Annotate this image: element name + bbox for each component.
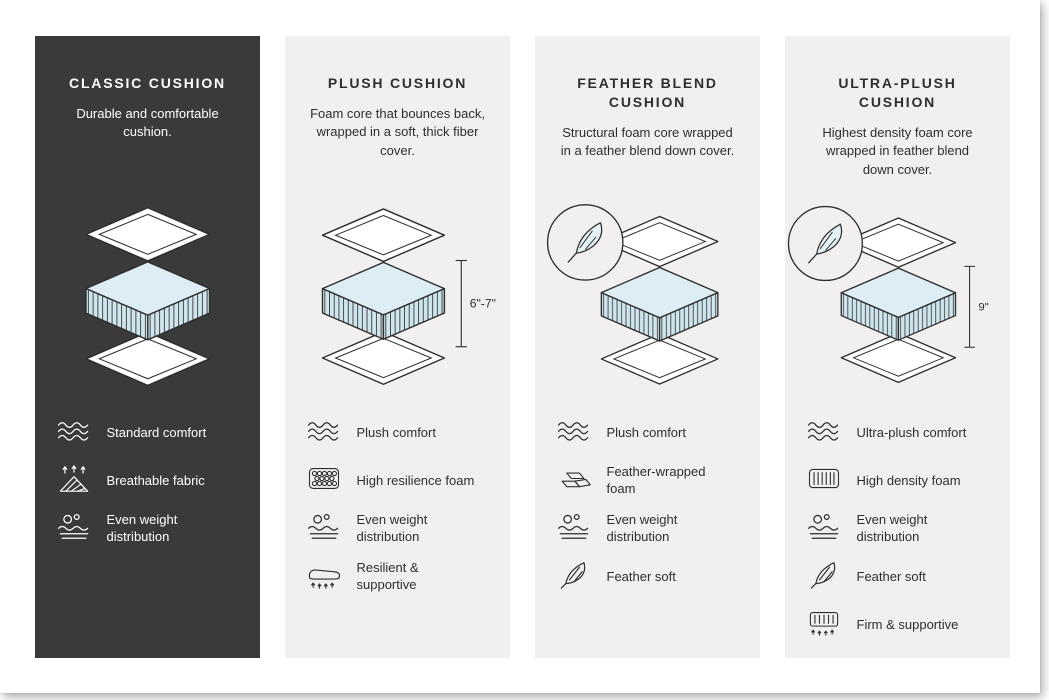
feature-row: Resilient & supportive bbox=[304, 560, 492, 594]
height-measurement-label: 9" bbox=[978, 301, 988, 313]
cushion-illustration: 9" bbox=[785, 186, 1010, 410]
column-description: Durable and comfortable cushion. bbox=[76, 105, 219, 140]
feature-row: Ultra-plush comfort bbox=[804, 416, 992, 450]
high-density-foam-icon bbox=[804, 464, 844, 498]
feather-badge bbox=[787, 205, 864, 282]
column-ultra-plush-cushion: ULTRA-PLUSH CUSHION Highest density foam… bbox=[785, 36, 1010, 658]
column-header: PLUSH CUSHION Foam core that bounces bac… bbox=[310, 74, 486, 186]
waves-icon bbox=[304, 416, 344, 450]
layered-cushion-diagram bbox=[85, 207, 210, 387]
even-weight-distribution-icon bbox=[554, 512, 594, 546]
even-weight-distribution-icon bbox=[304, 512, 344, 546]
layered-cushion-diagram: 6"-7" bbox=[321, 208, 496, 385]
feature-list: Ultra-plush comfort High density foam Ev… bbox=[804, 416, 992, 642]
cushion-illustration: 6"-7" bbox=[285, 186, 510, 410]
feature-row: Firm & supportive bbox=[804, 608, 992, 642]
even-weight-distribution-icon bbox=[54, 512, 94, 546]
resilient-supportive-icon bbox=[304, 560, 344, 594]
feature-label: High density foam bbox=[856, 472, 961, 488]
column-title: FEATHER BLEND CUSHION bbox=[577, 75, 718, 110]
feature-row: High density foam bbox=[804, 464, 992, 498]
column-plush-cushion: PLUSH CUSHION Foam core that bounces bac… bbox=[285, 36, 510, 658]
column-title: ULTRA-PLUSH CUSHION bbox=[838, 75, 957, 110]
feature-label: Feather-wrapped foam bbox=[606, 464, 706, 496]
column-feather-blend-cushion: FEATHER BLEND CUSHION Structural foam co… bbox=[535, 36, 760, 658]
feature-label: High resilience foam bbox=[356, 472, 475, 488]
foam-bubbles-icon bbox=[304, 464, 344, 498]
feature-row: Even weight distribution bbox=[54, 512, 242, 546]
feature-label: Firm & supportive bbox=[856, 616, 959, 632]
feature-label: Plush comfort bbox=[606, 424, 686, 440]
feature-label: Breathable fabric bbox=[106, 472, 205, 488]
feature-label: Even weight distribution bbox=[106, 512, 178, 544]
feature-list: Standard comfort Breathable fabric Even … bbox=[54, 416, 242, 546]
height-measurement-label: 6"-7" bbox=[470, 296, 496, 310]
feature-list: Plush comfort High resilience foam Even … bbox=[304, 416, 492, 594]
cushion-illustration bbox=[35, 186, 260, 410]
even-weight-distribution-icon bbox=[804, 512, 844, 546]
feather-icon bbox=[554, 560, 594, 594]
feature-label: Feather soft bbox=[856, 568, 926, 584]
column-description: Structural foam core wrapped in a feathe… bbox=[560, 124, 735, 159]
height-measurement bbox=[455, 259, 467, 348]
layered-cushion-diagram: 9" bbox=[787, 205, 989, 384]
waves-icon bbox=[554, 416, 594, 450]
feature-row: Plush comfort bbox=[554, 416, 742, 450]
layered-cushion-diagram bbox=[547, 204, 719, 385]
feature-row: Even weight distribution bbox=[554, 512, 742, 546]
feature-row: Feather soft bbox=[554, 560, 742, 594]
feature-row: Standard comfort bbox=[54, 416, 242, 450]
column-description: Highest density foam core wrapped in fea… bbox=[822, 124, 973, 177]
feature-row: Even weight distribution bbox=[304, 512, 492, 546]
feature-row: High resilience foam bbox=[304, 464, 492, 498]
column-description: Foam core that bounces back, wrapped in … bbox=[310, 105, 485, 158]
waves-icon bbox=[54, 416, 94, 450]
feature-row: Breathable fabric bbox=[54, 464, 242, 498]
column-title: PLUSH CUSHION bbox=[327, 75, 468, 91]
feature-label: Feather soft bbox=[606, 568, 676, 584]
column-header: CLASSIC CUSHION Durable and comfortable … bbox=[60, 74, 236, 186]
feature-label: Plush comfort bbox=[356, 424, 436, 440]
feature-list: Plush comfort Feather-wrapped foam Even … bbox=[554, 416, 742, 594]
column-header: FEATHER BLEND CUSHION Structural foam co… bbox=[557, 74, 739, 186]
feature-row: Even weight distribution bbox=[804, 512, 992, 546]
column-classic-cushion: CLASSIC CUSHION Durable and comfortable … bbox=[35, 36, 260, 658]
column-header: ULTRA-PLUSH CUSHION Highest density foam… bbox=[807, 74, 989, 186]
feather-icon bbox=[804, 560, 844, 594]
feature-label: Standard comfort bbox=[106, 424, 207, 440]
breathable-fabric-icon bbox=[54, 464, 94, 498]
height-measurement bbox=[964, 265, 975, 348]
feature-label: Even weight distribution bbox=[606, 512, 678, 544]
feature-label: Even weight distribution bbox=[356, 512, 428, 544]
feature-label: Even weight distribution bbox=[856, 512, 928, 544]
column-title: CLASSIC CUSHION bbox=[69, 75, 226, 91]
waves-icon bbox=[804, 416, 844, 450]
feature-row: Feather soft bbox=[804, 560, 992, 594]
feather-badge bbox=[547, 204, 624, 281]
feature-row: Plush comfort bbox=[304, 416, 492, 450]
firm-supportive-icon bbox=[804, 608, 844, 642]
cushion-illustration bbox=[535, 186, 760, 410]
feature-row: Feather-wrapped foam bbox=[554, 464, 742, 498]
feature-label: Resilient & supportive bbox=[356, 560, 419, 592]
feather-wrapped-foam-icon bbox=[554, 464, 594, 498]
feature-label: Ultra-plush comfort bbox=[856, 424, 967, 440]
